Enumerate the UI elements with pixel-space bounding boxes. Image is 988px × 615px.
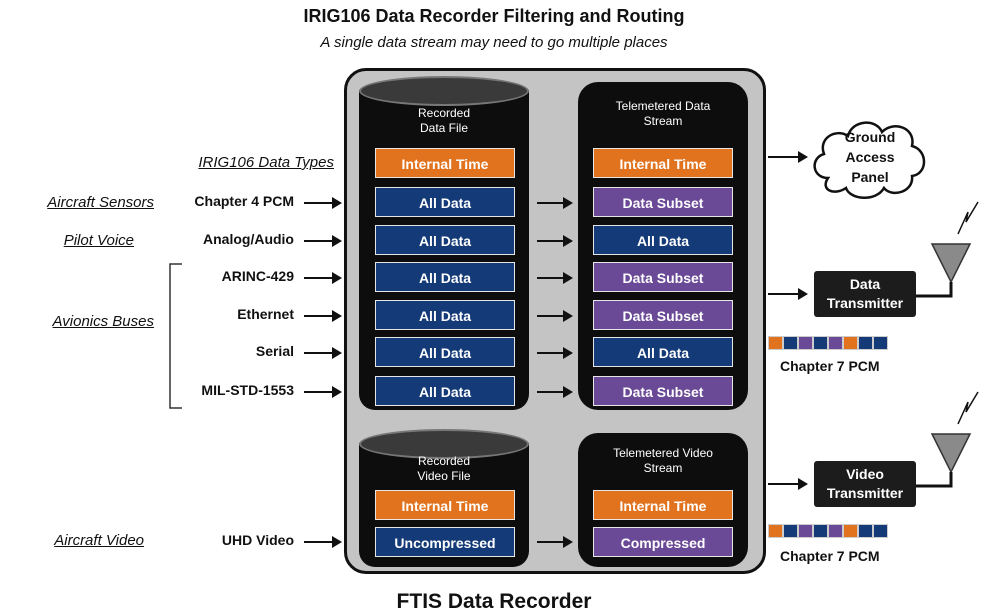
- middle-arrow: [537, 310, 573, 322]
- telemetered-data-subset: Data Subset: [593, 376, 733, 406]
- input-arrow: [304, 347, 342, 359]
- telemetered-video-stream-label: Telemetered Video Stream: [613, 446, 713, 475]
- input-arrow: [304, 536, 342, 548]
- recorded-internal-time: Internal Time: [375, 148, 515, 178]
- recorded-all-data: All Data: [375, 262, 515, 292]
- input-arrow: [304, 272, 342, 284]
- middle-arrow: [537, 272, 573, 284]
- chapter7-pcm-label-data: Chapter 7 PCM: [780, 358, 880, 374]
- recorded-all-data: All Data: [375, 376, 515, 406]
- recorded-video-file-label: Recorded Video File: [417, 454, 471, 483]
- recorded-all-data: All Data: [375, 225, 515, 255]
- input-serial: Serial: [255, 343, 294, 359]
- telemetered-all-data: All Data: [593, 225, 733, 255]
- output-arrow-video-tx: [768, 478, 808, 490]
- category-aircraft-sensors: Aircraft Sensors: [47, 194, 154, 211]
- pcm-strip-data: [768, 336, 888, 350]
- middle-arrow: [537, 536, 573, 548]
- middle-arrow: [537, 386, 573, 398]
- input-analog-audio: Analog/Audio: [203, 231, 294, 247]
- output-arrow-ground: [768, 151, 808, 163]
- recorded-uncompressed: Uncompressed: [375, 527, 515, 557]
- input-arrow: [304, 197, 342, 209]
- recorded-video-internal-time: Internal Time: [375, 490, 515, 520]
- input-arinc-429: ARINC-429: [221, 268, 294, 284]
- recorded-video-cylinder-top: [359, 429, 529, 459]
- ground-access-panel-label: Ground Access Panel: [844, 129, 896, 185]
- middle-arrow: [537, 347, 573, 359]
- category-pilot-voice: Pilot Voice: [63, 232, 134, 249]
- telemetered-data-subset: Data Subset: [593, 262, 733, 292]
- input-chapter4-pcm: Chapter 4 PCM: [194, 193, 294, 209]
- input-uhd-video: UHD Video: [221, 532, 294, 548]
- input-arrow: [304, 310, 342, 322]
- category-avionics-buses: Avionics Buses: [52, 313, 154, 330]
- telemetered-internal-time: Internal Time: [593, 148, 733, 178]
- pcm-strip-video: [768, 524, 888, 538]
- recorded-data-file-label: Recorded Data File: [417, 106, 471, 135]
- telemetered-data-subset: Data Subset: [593, 187, 733, 217]
- input-ethernet: Ethernet: [237, 306, 294, 322]
- diagram-subtitle: A single data stream may need to go mult…: [320, 34, 668, 51]
- telemetered-data-stream-label: Telemetered Data Stream: [615, 99, 711, 128]
- video-transmitter-box: Video Transmitter: [814, 461, 916, 507]
- cloud-icon: [813, 121, 926, 199]
- recorded-data-cylinder-top: [359, 76, 529, 106]
- telemetered-all-data: All Data: [593, 337, 733, 367]
- telemetered-compressed: Compressed: [593, 527, 733, 557]
- input-mil-std-1553: MIL-STD-1553: [201, 382, 294, 398]
- telemetered-video-internal-time: Internal Time: [593, 490, 733, 520]
- data-types-header: IRIG106 Data Types: [198, 154, 334, 171]
- diagram-footer: FTIS Data Recorder: [396, 590, 592, 613]
- telemetered-data-subset: Data Subset: [593, 300, 733, 330]
- antenna-icon: [916, 391, 979, 488]
- input-arrow: [304, 386, 342, 398]
- middle-arrow: [537, 197, 573, 209]
- avionics-bracket: [169, 263, 182, 409]
- diagram-title: IRIG106 Data Recorder Filtering and Rout…: [303, 6, 685, 26]
- recorded-all-data: All Data: [375, 337, 515, 367]
- recorded-all-data: All Data: [375, 187, 515, 217]
- output-arrow-data-tx: [768, 288, 808, 300]
- recorded-all-data: All Data: [375, 300, 515, 330]
- data-transmitter-box: Data Transmitter: [814, 271, 916, 317]
- category-aircraft-video: Aircraft Video: [54, 532, 144, 549]
- antenna-icon: [916, 201, 979, 298]
- chapter7-pcm-label-video: Chapter 7 PCM: [780, 548, 880, 564]
- middle-arrow: [537, 235, 573, 247]
- input-arrow: [304, 235, 342, 247]
